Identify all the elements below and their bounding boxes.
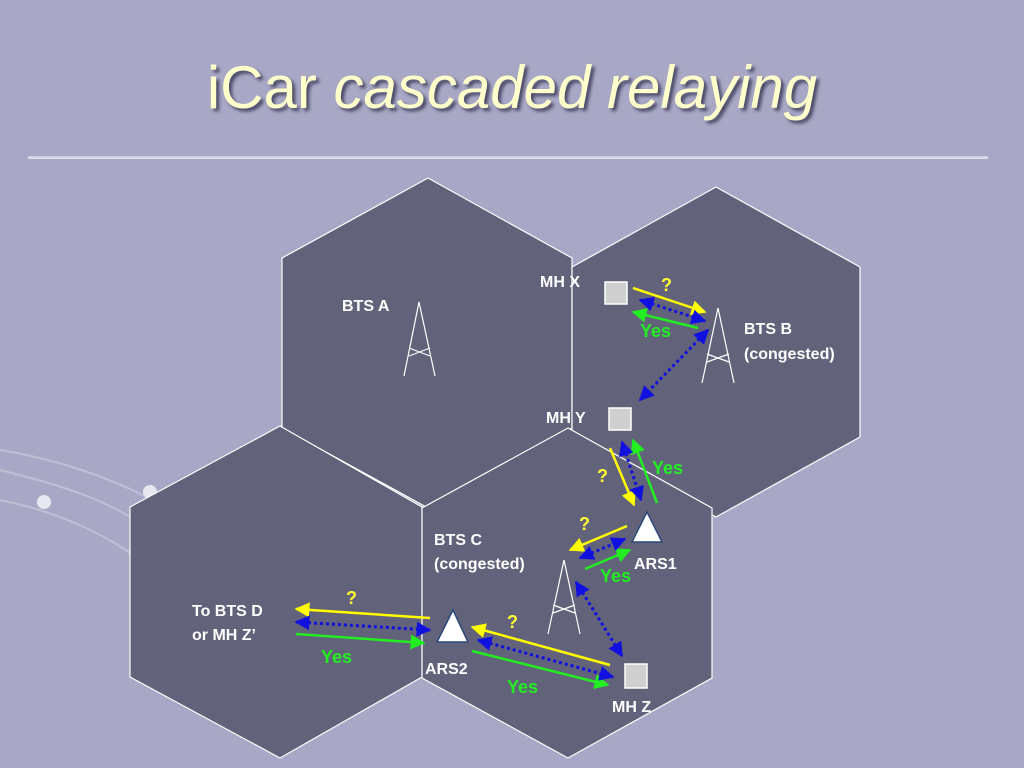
link-arrow	[638, 297, 707, 324]
question-label: ?	[346, 588, 357, 608]
antenna-tower-icon	[403, 301, 436, 377]
relay-station-icon	[630, 510, 664, 543]
title-italic: cascaded relaying	[333, 54, 818, 121]
cell-bts-d	[129, 425, 423, 759]
slide-title: iCar cascaded relaying	[0, 58, 1024, 118]
yes-label: Yes	[600, 566, 631, 586]
label-mh-y: MH Y	[546, 410, 586, 427]
title-plain: iCar	[206, 54, 317, 121]
label-bts-c-status: (congested)	[434, 556, 525, 573]
mobile-host-icon	[604, 281, 628, 305]
label-bts-c: BTS C	[434, 532, 482, 549]
mobile-host-icon	[624, 663, 648, 689]
label-bts-b: BTS B	[744, 321, 792, 338]
link-arrow	[638, 328, 710, 402]
link-arrow	[578, 537, 627, 560]
label-mh-z: MH Z	[612, 699, 651, 716]
swoosh-dot	[37, 495, 51, 509]
cell-bts-b	[571, 186, 861, 518]
yes-label: Yes	[507, 677, 538, 697]
title-divider	[28, 156, 988, 159]
label-ars1: ARS1	[634, 556, 677, 573]
relay-station-icon	[435, 608, 470, 643]
question-label: ?	[661, 275, 672, 295]
question-label: ?	[579, 514, 590, 534]
label-bts-a: BTS A	[342, 298, 390, 315]
question-label: ?	[507, 612, 518, 632]
question-label: ?	[597, 466, 608, 486]
label-to-bts-d: To BTS D	[192, 603, 263, 620]
yes-label: Yes	[640, 321, 671, 341]
label-or-mh-z-prime: or MH Z’	[192, 627, 256, 644]
label-ars2: ARS2	[425, 661, 468, 678]
yes-label: Yes	[652, 458, 683, 478]
yes-label: Yes	[321, 647, 352, 667]
link-arrow	[476, 636, 615, 681]
link-arrow	[619, 440, 644, 502]
link-arrow	[294, 615, 432, 637]
antenna-tower-icon	[547, 559, 581, 635]
mobile-host-icon	[608, 407, 632, 431]
label-mh-x: MH X	[540, 274, 580, 291]
label-bts-b-status: (congested)	[744, 346, 835, 363]
